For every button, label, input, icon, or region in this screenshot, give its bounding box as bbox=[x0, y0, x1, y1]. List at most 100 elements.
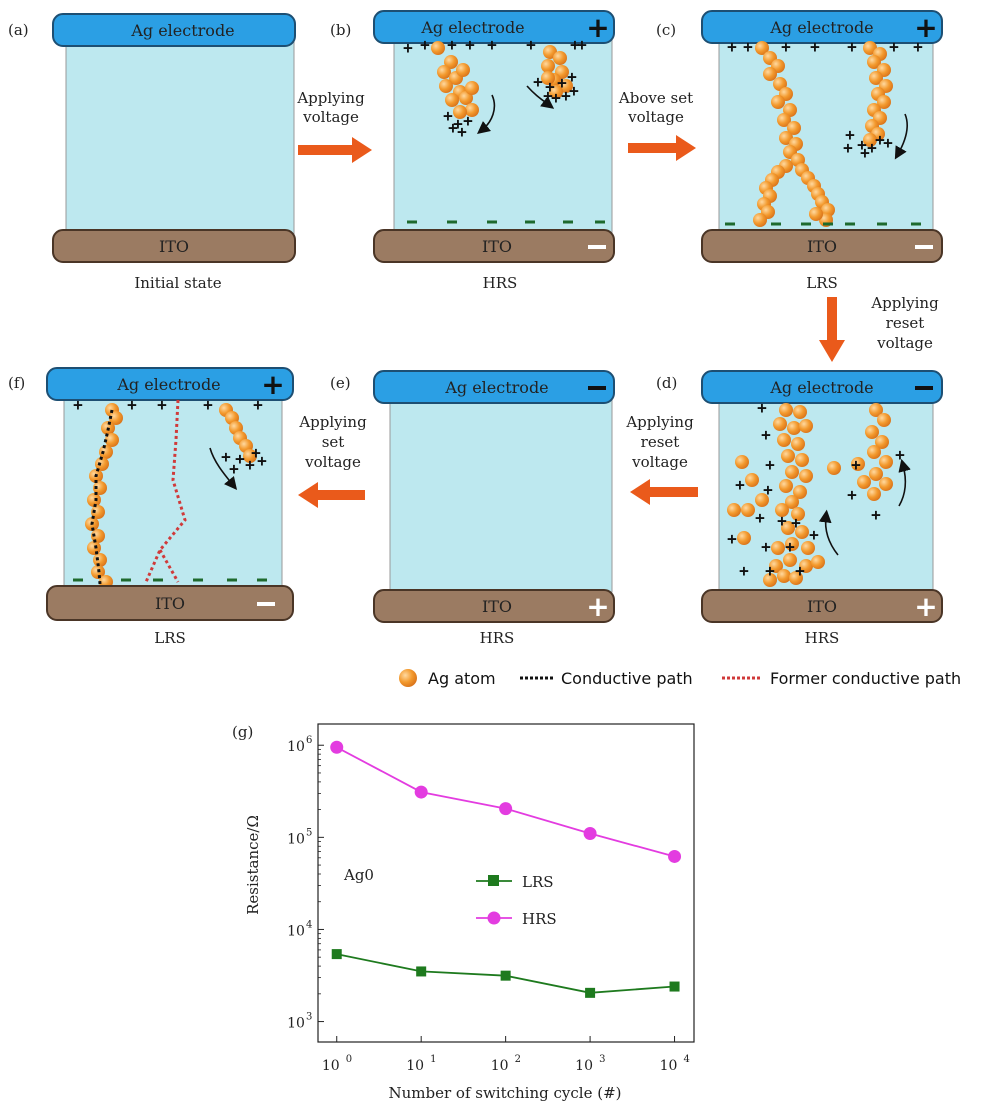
x-tick-exponent: 3 bbox=[599, 1054, 605, 1065]
x-tick-label: 10 bbox=[491, 1058, 509, 1074]
anion-sign bbox=[447, 220, 457, 224]
ag-atom bbox=[91, 505, 105, 519]
data-point-lrs bbox=[669, 981, 680, 992]
chart-annotation: Ag0 bbox=[343, 866, 374, 884]
minus-sign-icon bbox=[588, 245, 606, 249]
cation-sign: + bbox=[809, 525, 819, 544]
anion-sign bbox=[911, 222, 921, 226]
ag-atom bbox=[857, 475, 871, 489]
ag-atom bbox=[727, 503, 741, 517]
ag-atom bbox=[105, 433, 119, 447]
cation-group-f: +++++++++++ bbox=[73, 395, 267, 478]
cation-sign: + bbox=[883, 133, 893, 152]
ag-atom bbox=[811, 555, 825, 569]
ag-atom bbox=[789, 571, 803, 585]
ag-atom bbox=[785, 465, 799, 479]
ag-atom bbox=[795, 525, 809, 539]
ag-filament-c bbox=[753, 41, 893, 227]
medium-e bbox=[389, 395, 613, 593]
anion-sign bbox=[257, 578, 267, 582]
ag-atom bbox=[793, 485, 807, 499]
ag-atom bbox=[737, 531, 751, 545]
anion-sign bbox=[407, 220, 417, 224]
cation-sign: + bbox=[253, 395, 263, 414]
arrow-d-to-e: Applying reset voltage bbox=[625, 413, 698, 505]
cation-sign: + bbox=[761, 425, 771, 444]
cation-sign: + bbox=[851, 455, 861, 474]
arrow-c-to-d: Applying reset voltage bbox=[819, 294, 939, 362]
ag-atom bbox=[865, 425, 879, 439]
ag-atom bbox=[741, 503, 755, 517]
ito-electrode-f bbox=[46, 585, 294, 621]
anion-sign bbox=[801, 222, 811, 226]
plus-sign-icon: + bbox=[914, 590, 937, 623]
arrow-a-to-b: Applying voltage bbox=[296, 89, 372, 163]
ito-electrode-c bbox=[701, 229, 943, 263]
ag-atom bbox=[777, 433, 791, 447]
ag-atom bbox=[541, 59, 555, 73]
cation-sign: + bbox=[761, 537, 771, 556]
panel-e: (e) Ag electrode ITO + HRS bbox=[330, 370, 615, 647]
x-tick-exponent: 4 bbox=[684, 1054, 690, 1065]
ito-label-d: ITO bbox=[807, 597, 837, 616]
arrow-de-line2: reset bbox=[641, 433, 680, 451]
ito-label-b: ITO bbox=[482, 237, 512, 256]
drift-arrow-icon bbox=[898, 458, 911, 507]
cation-sign: + bbox=[447, 35, 457, 54]
ag-atom bbox=[769, 559, 783, 573]
ag-atom bbox=[99, 445, 113, 459]
ito-electrode-a bbox=[52, 229, 296, 263]
panel-f: (f) Ag electrode + +++++++++++ ITO LRS bbox=[8, 367, 294, 647]
left-arrow-icon bbox=[298, 482, 365, 508]
cation-sign: + bbox=[157, 395, 167, 414]
data-point-lrs bbox=[416, 966, 427, 977]
data-point-hrs bbox=[668, 849, 682, 863]
ag-electrode-label-d: Ag electrode bbox=[769, 378, 873, 397]
cation-sign: + bbox=[577, 35, 587, 54]
ag-electrode-label-b: Ag electrode bbox=[420, 18, 524, 37]
cation-sign: + bbox=[795, 561, 805, 580]
ag-atom bbox=[541, 71, 555, 85]
state-label-a: Initial state bbox=[134, 274, 221, 292]
ag-atom bbox=[869, 71, 883, 85]
ag-atom bbox=[791, 507, 805, 521]
ag-atom bbox=[877, 413, 891, 427]
ag-atom bbox=[553, 51, 567, 65]
ag-atom bbox=[93, 481, 107, 495]
cation-sign: + bbox=[727, 529, 737, 548]
plus-sign-icon: + bbox=[586, 11, 609, 44]
y-tick-exponent: 4 bbox=[306, 919, 312, 930]
cation-sign: + bbox=[221, 447, 231, 466]
ag-electrode-b bbox=[373, 10, 615, 44]
legend-hrs-marker bbox=[487, 911, 501, 925]
ag-atom bbox=[879, 455, 893, 469]
y-tick-label: 10 bbox=[287, 923, 305, 939]
ag-atom bbox=[755, 493, 769, 507]
ito-electrode-e bbox=[373, 589, 615, 623]
legend-conductive-path: Conductive path bbox=[561, 669, 693, 688]
ag-electrode-label-a: Ag electrode bbox=[130, 21, 234, 40]
cation-sign: + bbox=[765, 561, 775, 580]
ag-electrode-d bbox=[701, 370, 943, 404]
panel-c: (c) Ag electrode + ++++++++++++++ ITO LR… bbox=[656, 10, 943, 292]
state-label-c: LRS bbox=[806, 274, 838, 292]
former-conductive-path bbox=[158, 549, 180, 583]
legend-hrs-label: HRS bbox=[522, 910, 557, 928]
arrow-ef-line2: set bbox=[322, 433, 345, 451]
ag-atom bbox=[771, 541, 785, 555]
ag-atom bbox=[437, 65, 451, 79]
ag-atom bbox=[773, 417, 787, 431]
ag-atom bbox=[827, 461, 841, 475]
ag-atom bbox=[787, 121, 801, 135]
legend-ag-atom: Ag atom bbox=[428, 669, 496, 688]
arrow-b-to-c: Above set voltage bbox=[618, 89, 696, 161]
ag-atom bbox=[867, 445, 881, 459]
cation-sign: + bbox=[251, 443, 261, 462]
conductive-path bbox=[90, 409, 114, 585]
cation-sign: + bbox=[526, 35, 536, 54]
drift-arrow-icon bbox=[818, 509, 839, 556]
ag-atoms-dissolving-d bbox=[727, 403, 893, 587]
cation-sign: + bbox=[791, 513, 801, 532]
ag-atom bbox=[783, 553, 797, 567]
arrow-ef-line3: voltage bbox=[304, 453, 361, 471]
